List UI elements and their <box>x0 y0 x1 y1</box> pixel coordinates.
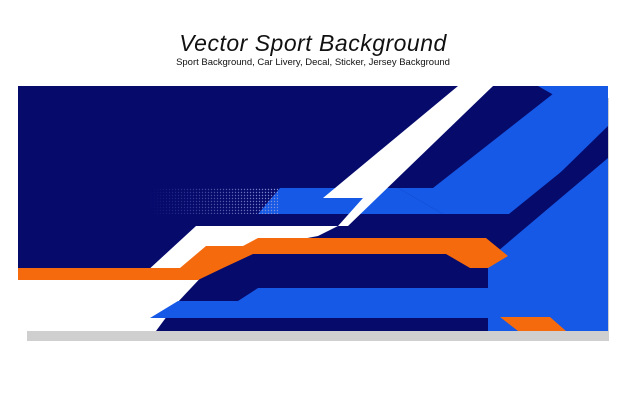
blue-band-lower <box>150 288 523 318</box>
sport-background-artwork <box>18 86 608 331</box>
white-diagonal-stroke <box>18 86 493 331</box>
blue-band-upper <box>258 188 443 214</box>
white-diagonal-cap <box>323 86 493 198</box>
page-subtitle: Sport Background, Car Livery, Decal, Sti… <box>176 57 450 68</box>
page-title: Vector Sport Background <box>179 30 447 56</box>
dot-pattern <box>148 188 278 214</box>
blue-wedge-top <box>398 86 608 214</box>
orange-stripe <box>18 238 508 280</box>
navy-diagonal-strip <box>463 134 608 251</box>
orange-accent-bottom <box>500 317 566 331</box>
